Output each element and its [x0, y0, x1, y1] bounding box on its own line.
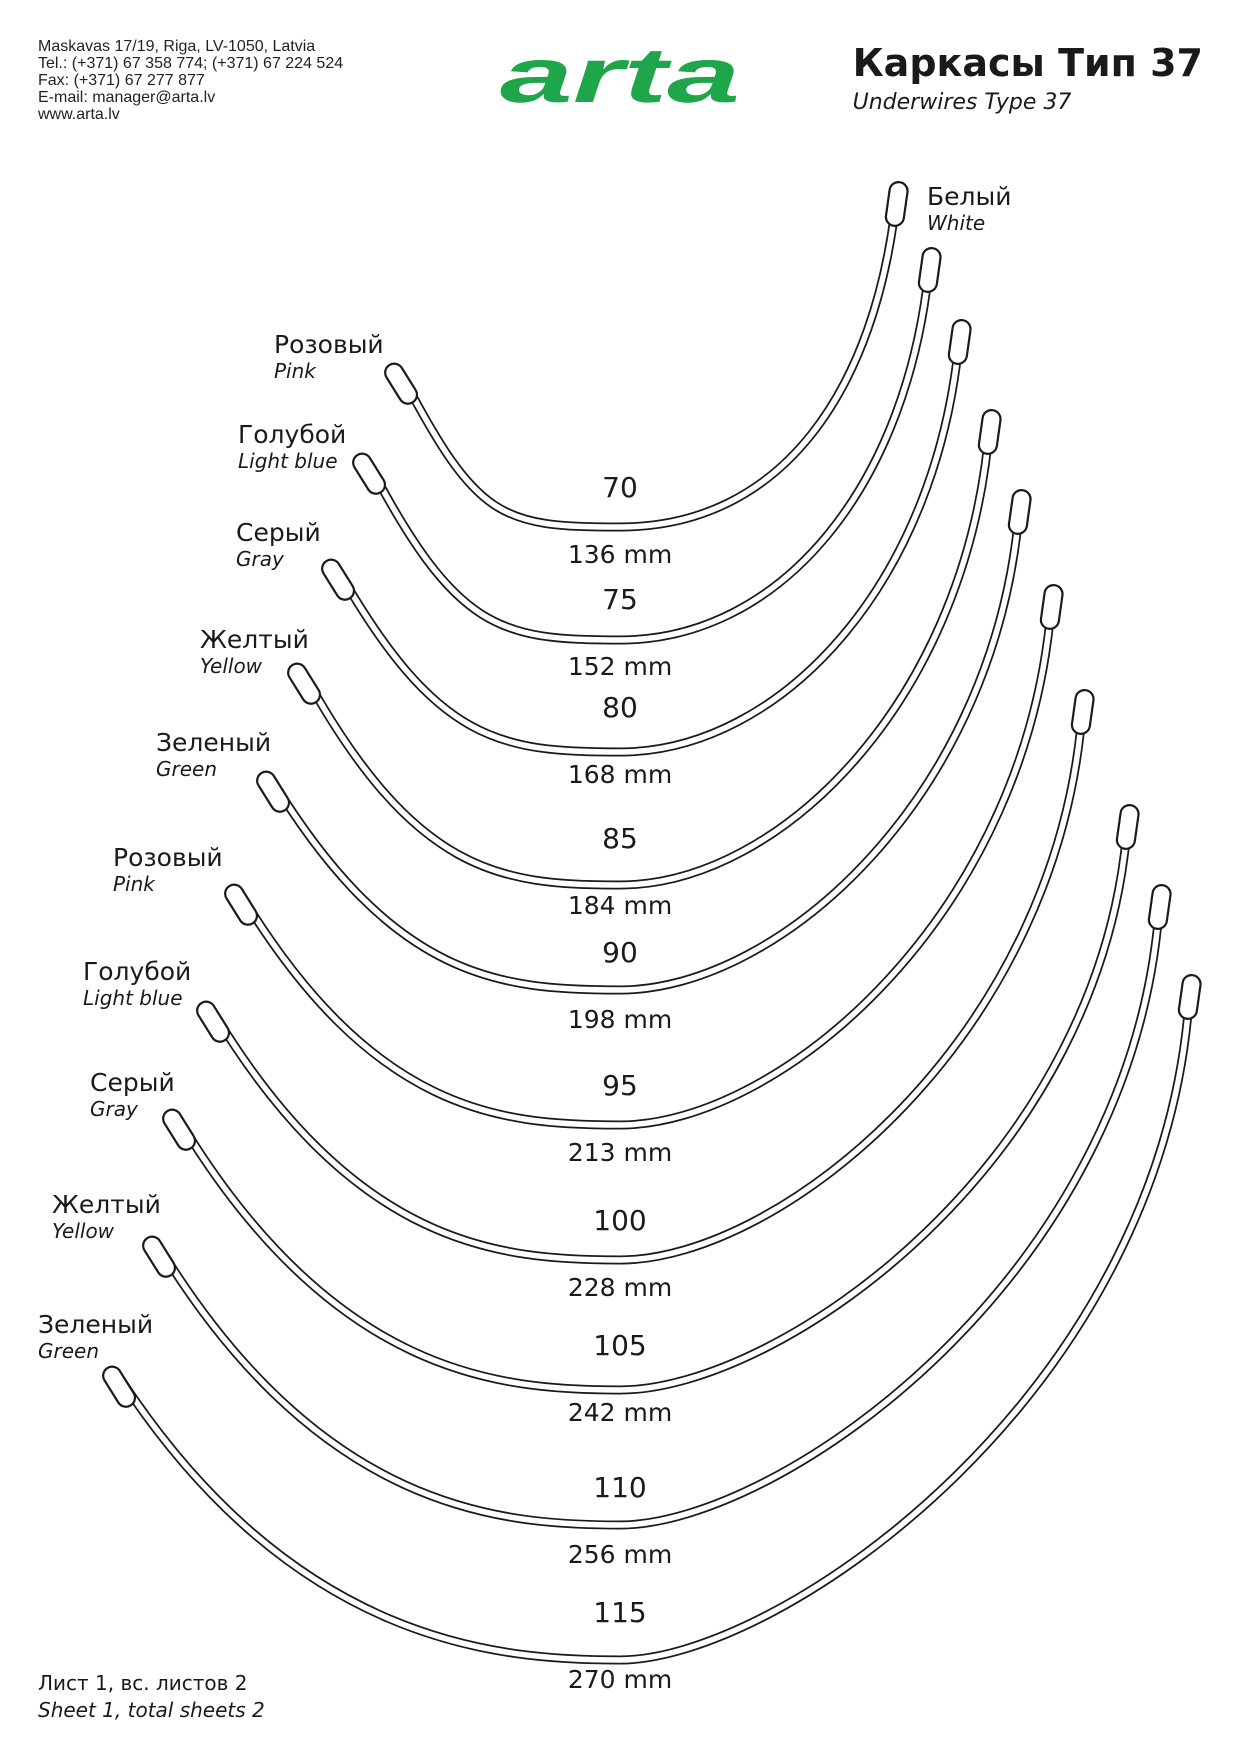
- wire-length: 136 mm: [567, 540, 673, 569]
- wire-length: 184 mm: [567, 891, 673, 920]
- underwire-inner-90: [269, 497, 1023, 993]
- wire-color-en: Pink: [113, 872, 155, 896]
- wire-tip-cap: [1070, 689, 1095, 735]
- wire-tip-cap: [287, 662, 322, 705]
- wire-color-ru: Зеленый: [38, 1310, 154, 1339]
- wire-size: 70: [602, 471, 638, 504]
- wire-color-ru: Желтый: [200, 625, 309, 654]
- wire-tip-cap: [1007, 489, 1032, 535]
- address: Maskavas 17/19, Riga, LV-1050, Latvia: [38, 38, 316, 55]
- underwire-inner-75: [365, 255, 933, 643]
- wire-tip-cap: [1177, 974, 1202, 1020]
- wire-size: 105: [593, 1329, 647, 1362]
- phone: Tel.: (+371) 67 358 774; (+371) 67 224 5…: [38, 55, 344, 72]
- underwire-inner-105: [175, 812, 1131, 1393]
- sheet-info: Лист 1, вс. листов 2 Sheet 1, total shee…: [38, 1670, 265, 1724]
- wire-color-ru: Розовый: [113, 843, 223, 872]
- underwire-inner-85: [300, 417, 993, 888]
- sheet-info-en: Sheet 1, total sheets 2: [38, 1698, 265, 1722]
- wire-size: 100: [593, 1204, 647, 1237]
- wire-tip-cap: [977, 409, 1002, 455]
- arta-logo: arta: [500, 44, 740, 116]
- wire-tip-cap: [947, 319, 972, 365]
- wire-tip-cap: [256, 770, 291, 813]
- wire-color-en: Pink: [274, 359, 316, 383]
- wire-tip-cap: [384, 362, 419, 405]
- wire-color-ru: Зеленый: [156, 728, 272, 757]
- wire-tip-cap: [917, 247, 942, 293]
- wire-tip-cap: [884, 181, 909, 227]
- wire-tip-cap: [162, 1108, 197, 1151]
- wire-color-en: Yellow: [52, 1219, 115, 1243]
- sheet-info-ru: Лист 1, вс. листов 2: [38, 1671, 248, 1695]
- wire-tip-cap: [102, 1365, 137, 1408]
- wire-color-ru: Серый: [90, 1068, 175, 1097]
- wire-length: 213 mm: [567, 1138, 673, 1167]
- underwire-inner-70: [397, 189, 900, 530]
- wire-length: 198 mm: [567, 1005, 673, 1034]
- wire-size: 95: [602, 1069, 638, 1102]
- wire-color-ru: Желтый: [52, 1190, 161, 1219]
- wire-color-ru: Голубой: [83, 957, 192, 986]
- wire-color-ru: Голубой: [238, 420, 347, 449]
- wire-color-en: Green: [38, 1339, 100, 1363]
- wire-length: 270 mm: [567, 1665, 673, 1694]
- wire-tip-cap: [1039, 584, 1064, 630]
- underwire-inner-95: [237, 592, 1055, 1128]
- wire-tip-cap: [321, 558, 356, 601]
- wire-color-en: Gray: [90, 1097, 138, 1121]
- website: www.arta.lv: [38, 106, 120, 123]
- wire-length: 242 mm: [567, 1398, 673, 1427]
- underwire-inner-110: [155, 892, 1163, 1528]
- title-ru: Каркасы Тип 37: [852, 41, 1203, 85]
- contact-block: Maskavas 17/19, Riga, LV-1050, Latvia Te…: [38, 38, 343, 123]
- wire-length: 256 mm: [567, 1540, 673, 1569]
- title-en: Underwires Type 37: [852, 90, 1072, 115]
- wire-color-en: Light blue: [238, 449, 338, 473]
- wire-size: 110: [593, 1471, 647, 1504]
- wire-size: 75: [602, 583, 638, 616]
- wire-tip-cap: [142, 1235, 177, 1278]
- wire-tip-cap: [352, 452, 387, 495]
- logo-text: arta: [500, 44, 740, 116]
- underwire-inner-100: [209, 697, 1086, 1263]
- document-title: Каркасы Тип 37 Underwires Type 37: [853, 40, 1203, 118]
- email: E-mail: manager@arta.lv: [38, 89, 216, 106]
- wire-size: 80: [602, 691, 638, 724]
- wire-color-ru: Серый: [236, 518, 321, 547]
- wire-size: 90: [602, 936, 638, 969]
- wire-color-en: Gray: [236, 547, 284, 571]
- wire-size: 115: [593, 1596, 647, 1629]
- wire-color-ru: Розовый: [274, 330, 384, 359]
- underwire-inner-115: [115, 982, 1193, 1663]
- wire-color-en: Yellow: [200, 654, 263, 678]
- wire-length: 228 mm: [567, 1273, 673, 1302]
- wire-length: 168 mm: [567, 760, 673, 789]
- wire-length: 152 mm: [567, 652, 673, 681]
- wire-tip-cap: [1115, 804, 1140, 850]
- fax: Fax: (+371) 67 277 877: [38, 72, 205, 89]
- wire-color-en: White: [927, 211, 986, 235]
- wire-color-en: Green: [156, 757, 218, 781]
- wire-color-ru: Белый: [927, 182, 1012, 211]
- wire-tip-cap: [224, 883, 259, 926]
- wire-tip-cap: [1147, 884, 1172, 930]
- wire-color-en: Light blue: [83, 986, 183, 1010]
- underwire-inner-80: [334, 327, 963, 755]
- wire-size: 85: [602, 822, 638, 855]
- wire-tip-cap: [196, 1000, 231, 1043]
